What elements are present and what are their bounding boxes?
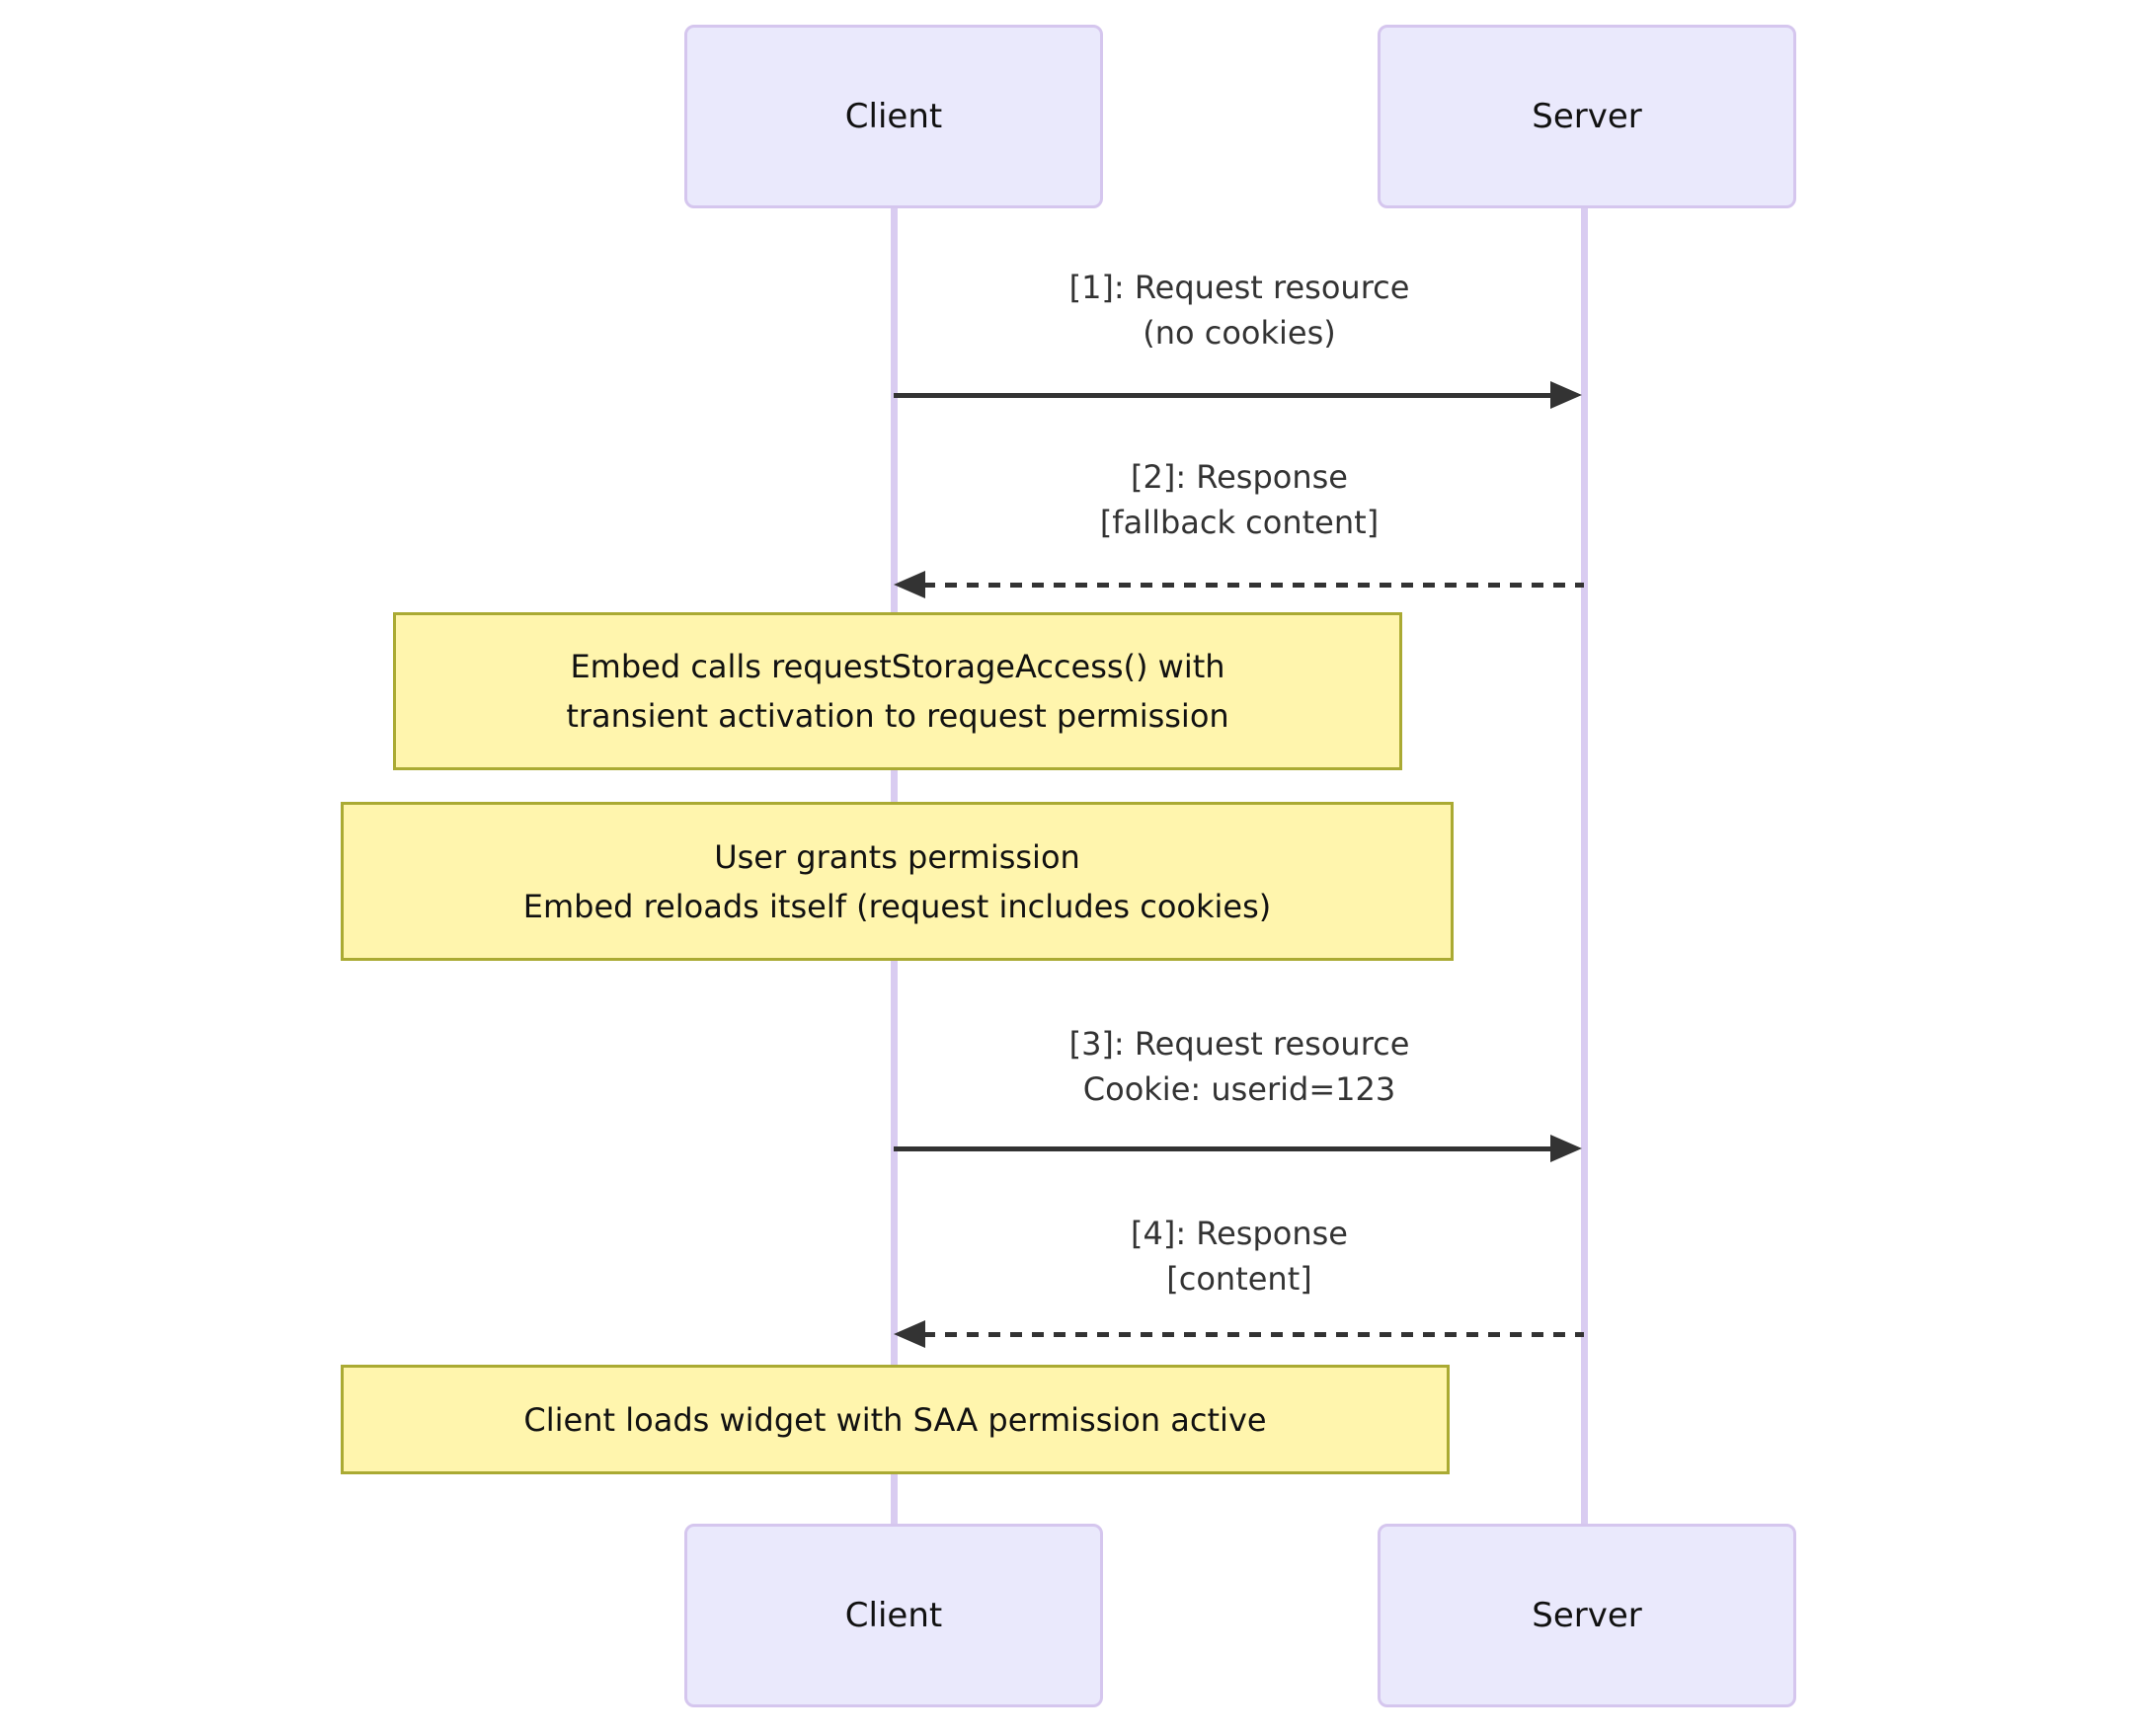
note-1-line-2: transient activation to request permissi… [566, 697, 1229, 735]
actor-server-top: Server [1378, 25, 1796, 208]
arrowhead-left-icon [894, 1320, 925, 1348]
arrowhead-right-icon [1550, 1135, 1582, 1162]
message-2-label: [2]: Response [fallback content] [894, 454, 1585, 545]
actor-client-label: Client [844, 97, 943, 136]
message-3-label: [3]: Request resource Cookie: userid=123 [894, 1021, 1585, 1112]
message-4-label: [4]: Response [content] [894, 1211, 1585, 1302]
message-1-line-1: [1]: Request resource [1068, 269, 1410, 306]
note-2-line-1: User grants permission [714, 837, 1080, 876]
note-2-line-2: Embed reloads itself (request includes c… [522, 887, 1272, 925]
note-client-loads-widget: Client loads widget with SAA permission … [341, 1365, 1450, 1474]
actor-server-bottom: Server [1378, 1524, 1796, 1707]
message-4-arrow [923, 1332, 1584, 1337]
actor-client-bottom: Client [684, 1524, 1103, 1707]
note-3-line-1: Client loads widget with SAA permission … [523, 1400, 1267, 1439]
message-1-arrow [894, 393, 1555, 398]
actor-server-label: Server [1532, 1596, 1642, 1635]
message-3-line-1: [3]: Request resource [1068, 1025, 1410, 1063]
actor-client-label: Client [844, 1596, 943, 1635]
lifeline-server [1581, 205, 1588, 1525]
message-3-arrow [894, 1146, 1555, 1151]
message-2-line-1: [2]: Response [1131, 458, 1348, 496]
message-2-arrow [923, 583, 1584, 588]
note-request-storage-access: Embed calls requestStorageAccess() with … [393, 612, 1402, 770]
arrowhead-right-icon [1550, 381, 1582, 409]
message-3-line-2: Cookie: userid=123 [1082, 1070, 1396, 1108]
actor-client-top: Client [684, 25, 1103, 208]
message-2-line-2: [fallback content] [1099, 504, 1380, 541]
message-1-line-2: (no cookies) [1143, 314, 1336, 352]
note-1-line-1: Embed calls requestStorageAccess() with [570, 648, 1225, 685]
actor-server-label: Server [1532, 97, 1642, 136]
message-4-line-2: [content] [1166, 1260, 1312, 1298]
message-1-label: [1]: Request resource (no cookies) [894, 265, 1585, 355]
note-user-grants-permission: User grants permission Embed reloads its… [341, 802, 1454, 961]
arrowhead-left-icon [894, 571, 925, 598]
message-4-line-1: [4]: Response [1131, 1215, 1348, 1252]
